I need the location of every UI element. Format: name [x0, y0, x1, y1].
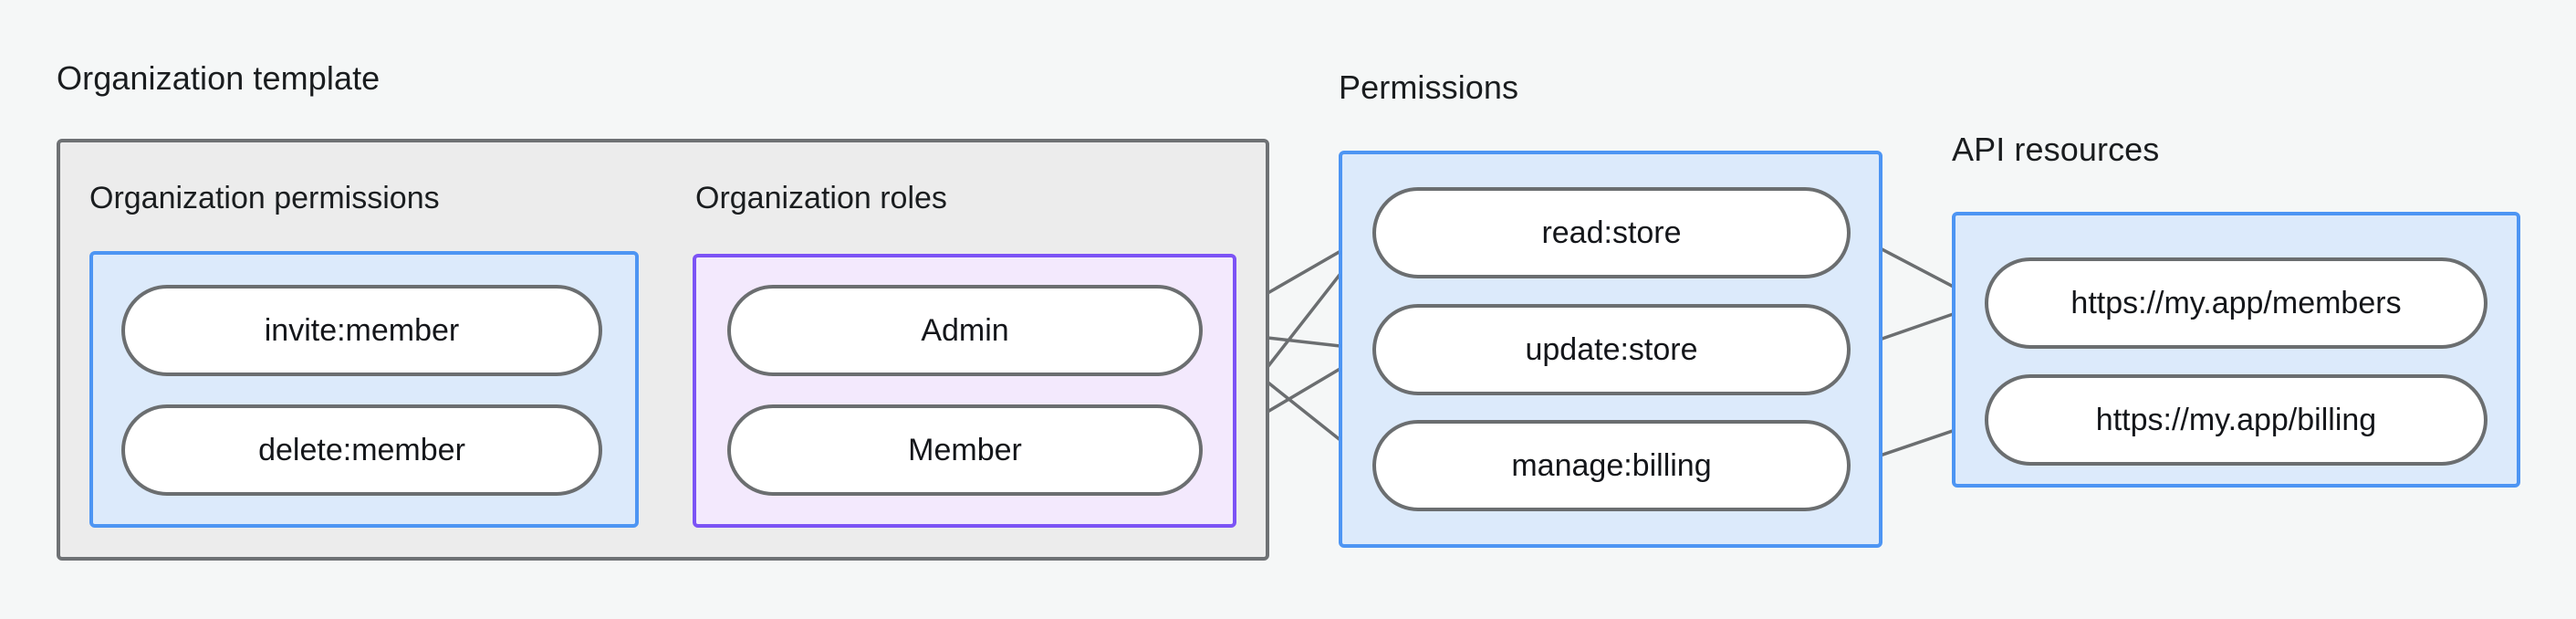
node-read-store-label: read:store	[1541, 215, 1682, 250]
node-manage-billing-label: manage:billing	[1511, 447, 1712, 483]
node-update-store[interactable]: update:store	[1372, 304, 1851, 395]
node-member[interactable]: Member	[727, 404, 1203, 496]
api-resources-label: API resources	[1952, 131, 2160, 168]
node-admin[interactable]: Admin	[727, 285, 1203, 376]
node-delete-member-label: delete:member	[258, 432, 465, 467]
node-billing-url-label: https://my.app/billing	[2095, 402, 2377, 437]
organization-roles-label: Organization roles	[695, 181, 947, 215]
node-read-store[interactable]: read:store	[1372, 187, 1851, 278]
node-manage-billing[interactable]: manage:billing	[1372, 420, 1851, 511]
node-invite-member[interactable]: invite:member	[121, 285, 602, 376]
node-billing-url[interactable]: https://my.app/billing	[1985, 374, 2487, 466]
node-admin-label: Admin	[921, 312, 1009, 348]
node-invite-member-label: invite:member	[264, 312, 460, 348]
permissions-label: Permissions	[1339, 68, 1519, 106]
node-members-url-label: https://my.app/members	[2070, 285, 2402, 320]
node-member-label: Member	[908, 432, 1022, 467]
node-update-store-label: update:store	[1525, 331, 1698, 367]
organization-permissions-label: Organization permissions	[89, 181, 440, 215]
organization-template-label: Organization template	[57, 59, 381, 97]
node-delete-member[interactable]: delete:member	[121, 404, 602, 496]
node-members-url[interactable]: https://my.app/members	[1985, 257, 2487, 349]
